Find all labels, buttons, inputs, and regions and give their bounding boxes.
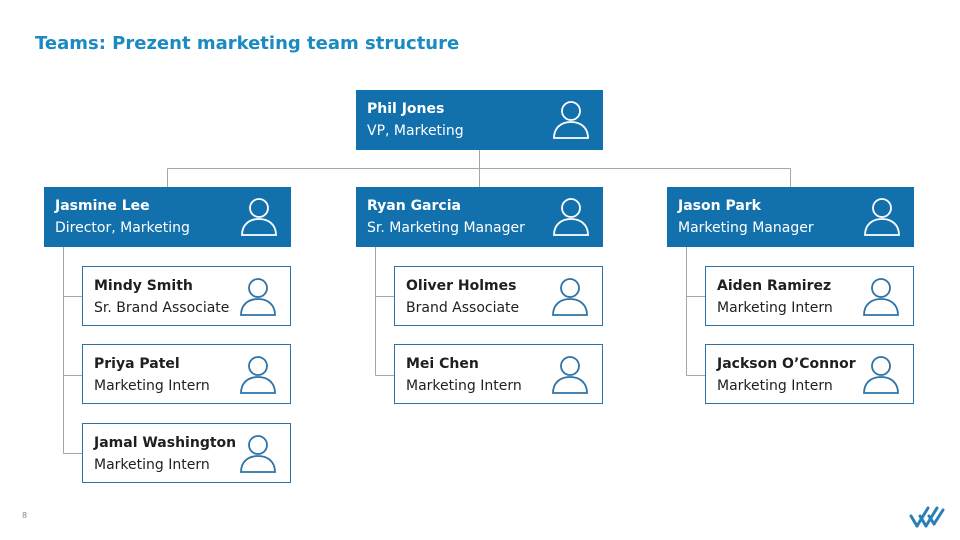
person-role: Sr. Marketing Manager [367,220,525,236]
person-name: Priya Patel [94,356,180,372]
person-icon [553,198,589,236]
person-icon [240,278,276,316]
person-name: Aiden Ramirez [717,278,832,294]
person-role: Director, Marketing [55,220,190,236]
person-role: Marketing Intern [717,300,833,316]
person-name: Jamal Washington [94,435,237,451]
person-icon [863,356,899,394]
person-name: Jackson O’Connor [717,356,856,372]
person-icon [552,278,588,316]
person-name: Jasmine Lee [55,198,150,214]
person-role: Sr. Brand Associate [94,300,230,316]
person-icon [240,356,276,394]
person-icon [864,198,900,236]
person-icon [241,198,277,236]
person-role: Marketing Intern [94,457,210,473]
page-number: 8 [22,511,28,520]
org-card-lead: Ryan Garcia Sr. Marketing Manager [356,187,603,247]
person-role: Marketing Intern [94,378,210,394]
org-card-member: Jamal Washington Marketing Intern [82,423,291,483]
person-role: VP, Marketing [367,123,464,139]
person-icon [553,101,589,139]
person-role: Marketing Intern [717,378,833,394]
person-name: Ryan Garcia [367,198,461,214]
person-icon [240,435,276,473]
org-card-member: Oliver Holmes Brand Associate [394,266,603,326]
person-name: Oliver Holmes [406,278,517,294]
brand-logo-icon [909,506,945,528]
org-card-member: Mei Chen Marketing Intern [394,344,603,404]
org-card-lead: Jasmine Lee Director, Marketing [44,187,291,247]
person-role: Marketing Manager [678,220,814,236]
person-name: Jason Park [678,198,761,214]
org-card-member: Aiden Ramirez Marketing Intern [705,266,914,326]
person-icon [863,278,899,316]
org-card-lead: Jason Park Marketing Manager [667,187,914,247]
org-card-root: Phil Jones VP, Marketing [356,90,603,150]
person-name: Mindy Smith [94,278,193,294]
person-role: Marketing Intern [406,378,522,394]
org-card-member: Priya Patel Marketing Intern [82,344,291,404]
person-name: Mei Chen [406,356,479,372]
slide-title: Teams: Prezent marketing team structure [35,33,460,54]
person-name: Phil Jones [367,101,445,117]
org-card-member: Mindy Smith Sr. Brand Associate [82,266,291,326]
org-card-member: Jackson O’Connor Marketing Intern [705,344,914,404]
person-icon [552,356,588,394]
person-role: Brand Associate [406,300,520,316]
